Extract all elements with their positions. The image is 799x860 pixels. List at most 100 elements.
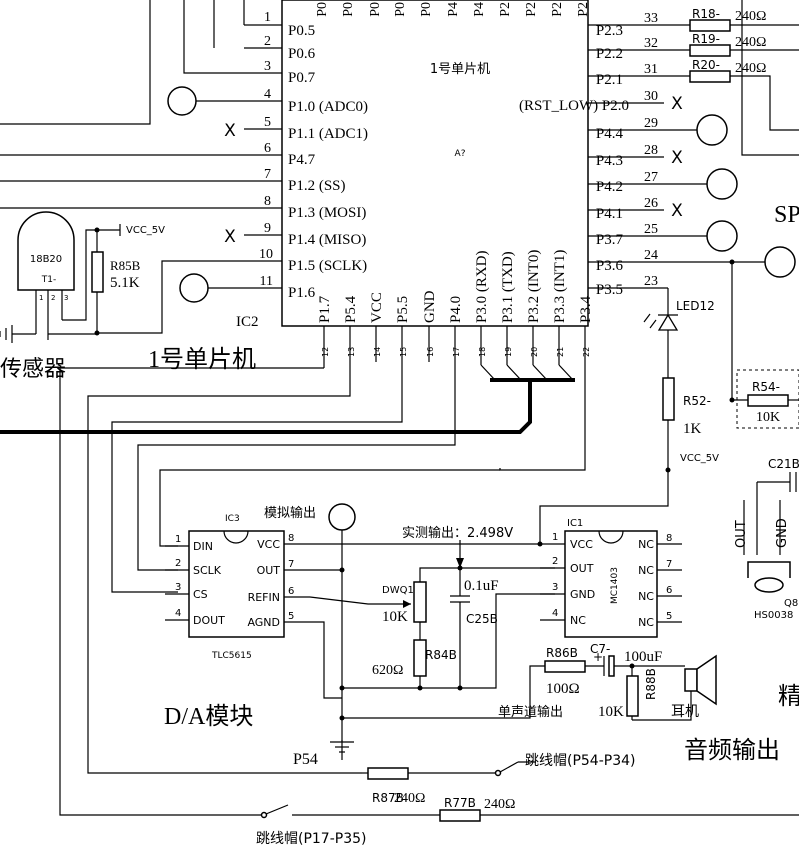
r84-value: 620Ω	[372, 663, 403, 678]
ref-pin-number: 2	[552, 556, 558, 567]
sensor-body	[17, 211, 75, 291]
dac-pin-number: 4	[175, 608, 181, 619]
pin-number: 25	[644, 222, 658, 237]
pin-number: 29	[644, 116, 658, 131]
r88-ref: R88B	[644, 668, 658, 700]
dac-part: TLC5615	[211, 651, 252, 661]
pin-label: P4.4	[596, 126, 624, 142]
test-point-circle	[764, 246, 796, 278]
ref-pin-number: 3	[552, 582, 558, 593]
jumper-1-label: 跳线帽(P54-P34)	[525, 753, 636, 769]
pin-label: P0.5	[288, 23, 315, 39]
pin-number: 32	[644, 36, 658, 51]
pin-number: 4	[264, 87, 271, 102]
jumper-section: P54 跳线帽(P54-P34) R87B 240Ω R77B 240Ω 跳线帽…	[256, 751, 799, 847]
r54-ref: R54-	[752, 380, 780, 394]
pin-number: 20	[530, 347, 539, 357]
ref-pin-label: NC	[638, 564, 654, 577]
dac-pin-label: DOUT	[193, 614, 225, 627]
right-edge-jing: 精	[778, 683, 799, 710]
test-point-circle	[706, 220, 738, 252]
r87-body	[367, 767, 409, 780]
no-connect-mark: X	[224, 121, 236, 141]
ref-pin-number: 7	[666, 559, 672, 570]
pin-label: P3.5	[596, 282, 623, 298]
pin-number: 33	[644, 11, 658, 26]
r88-value: 10K	[598, 704, 624, 720]
ref-pin-label: VCC	[570, 538, 593, 551]
ref-chip-part: MC1403	[610, 567, 620, 604]
dac-pin-number: 2	[175, 558, 181, 569]
pin-label: P2.2	[596, 46, 623, 62]
pin-label: P3.4	[578, 295, 594, 323]
pin-number: 27	[644, 170, 658, 185]
pin-number: 3	[264, 59, 271, 74]
led-indicator: LED12 R52- 1K	[643, 288, 715, 470]
pin-label: P2.1	[596, 72, 623, 88]
potentiometer: DWQ1 10K	[382, 581, 427, 640]
ir-part: HS0038	[754, 610, 793, 621]
sensor-pin-number: 3	[64, 294, 68, 302]
c7-value: 100uF	[624, 649, 662, 665]
pot-value: 10K	[382, 609, 408, 625]
r54-dashed-box	[736, 369, 799, 429]
dac-pin-number: 3	[175, 582, 181, 593]
pin-number: 17	[452, 347, 461, 357]
cap-value: 0.1uF	[464, 578, 499, 594]
mcu-top-pin: P2	[524, 2, 539, 17]
pin-label: P1.6	[288, 285, 316, 301]
reference-chip: IC1 MC1403 1 VCC 2 OUT 3 GND 4 NC NC 8 N…	[540, 518, 682, 638]
pin-number: 7	[264, 167, 271, 182]
test-point-circle	[706, 168, 738, 200]
ir-gnd-label: GND	[775, 518, 790, 548]
pin-number: 15	[399, 347, 408, 357]
p54-label: P54	[293, 751, 318, 768]
ir-receiver-lens	[754, 577, 784, 593]
mcu-top-pin: P4	[472, 2, 487, 17]
no-connect-mark: X	[671, 201, 683, 221]
r86-body	[544, 660, 586, 673]
pin-number: 11	[260, 274, 273, 289]
c7-plus: +	[593, 650, 603, 664]
ir-ref: Q8	[784, 598, 798, 609]
dac-pin-number: 1	[175, 534, 181, 545]
pin-label: P3.7	[596, 232, 624, 248]
pin-label: P3.3 (INT1)	[552, 250, 568, 323]
pin-number: 8	[264, 194, 271, 209]
mono-output-label: 单声道输出	[498, 704, 563, 720]
pin-number: 28	[644, 143, 658, 158]
dac-pin-label: AGND	[247, 616, 280, 629]
speaker-coil	[684, 668, 698, 692]
dac-pin-number: 5	[288, 611, 294, 622]
serial-bus	[0, 364, 575, 434]
pin-label: P1.0 (ADC0)	[288, 99, 368, 115]
pin-label: P4.3	[596, 153, 623, 169]
r54-body	[747, 394, 789, 407]
mcu-caption: 1号单片机	[148, 346, 256, 373]
pin-number: 12	[321, 347, 330, 357]
pin-number: 21	[556, 347, 565, 357]
analog-out-test-point	[328, 503, 356, 531]
r52-value: 1K	[683, 421, 702, 437]
pin-number: 6	[264, 141, 271, 156]
right-edge-sp: SP	[774, 202, 799, 228]
mcu-dac-wiring	[59, 365, 586, 816]
r84-resistor: R84B 620Ω	[372, 639, 457, 688]
mcu-right-pins: P2.3 33 P2.2 32 P2.1 31 (RST_LOW) P2.0 3…	[519, 11, 658, 298]
pin-label: P5.4	[343, 295, 359, 323]
mcu-right-stubs	[588, 24, 765, 289]
pin-label: P1.3 (MOSI)	[288, 205, 366, 221]
ref-pin-label: OUT	[570, 562, 594, 575]
r19-ref: R19-	[692, 32, 720, 46]
pin-number: 2	[264, 34, 271, 49]
ref-pin-number: 5	[666, 611, 672, 622]
pin-number: 24	[644, 248, 658, 263]
dac-analog-wiring: VCC_5V 实测输出：2.498V 0.1uF C25B	[309, 453, 719, 760]
ir-receiver-body	[747, 561, 791, 578]
r77-value: 240Ω	[484, 797, 515, 812]
pot-body	[413, 581, 427, 623]
jumper-2-label: 跳线帽(P17-P35)	[256, 831, 367, 847]
sensor-pin-number: 2	[51, 294, 55, 302]
r84-ref: R84B	[425, 648, 457, 662]
pin-number: 18	[478, 347, 487, 357]
